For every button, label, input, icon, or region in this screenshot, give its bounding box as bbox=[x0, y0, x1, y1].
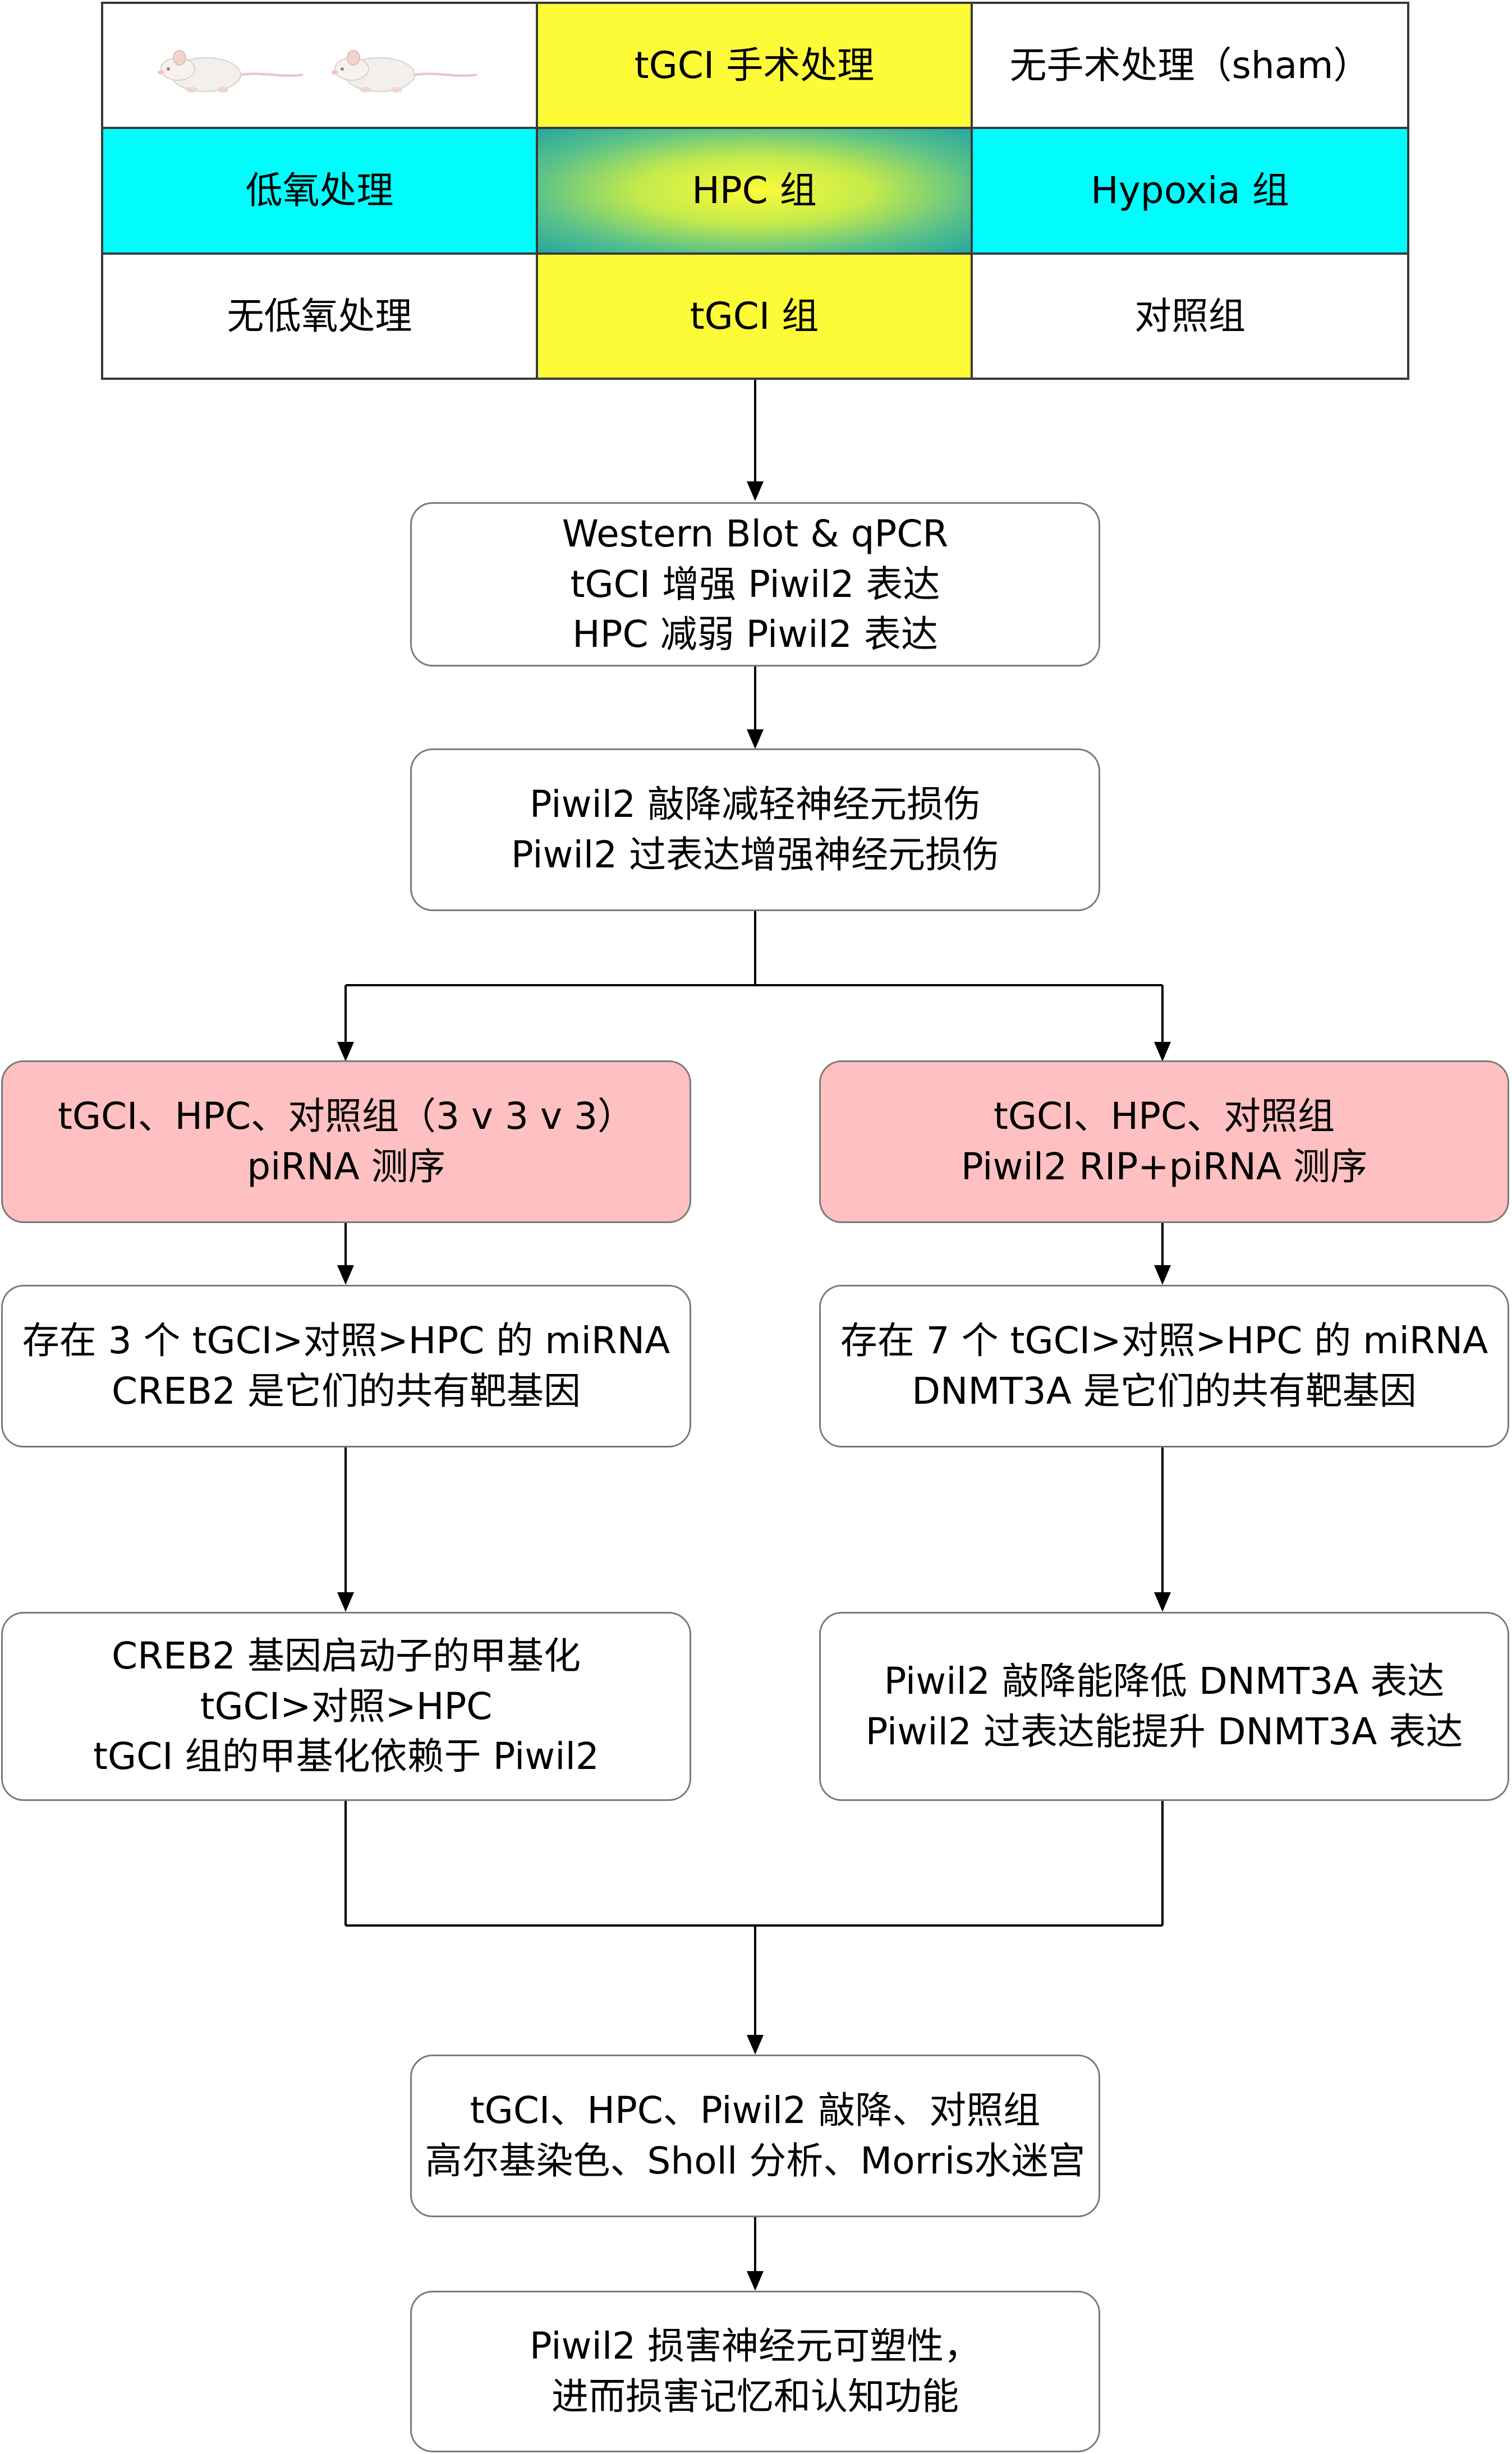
left-sequencing-box: tGCI、HPC、对照组（3 v 3 v 3） piRNA 测序 bbox=[1, 1060, 691, 1223]
left-methyl-line-1: CREB2 基因启动子的甲基化 bbox=[112, 1634, 581, 1678]
right-seq-line-1: tGCI、HPC、对照组 bbox=[993, 1095, 1335, 1138]
right-sequencing-box: tGCI、HPC、对照组 Piwil2 RIP+piRNA 测序 bbox=[819, 1060, 1509, 1223]
western-blot-box: Western Blot & qPCR tGCI 增强 Piwil2 表达 HP… bbox=[410, 502, 1100, 667]
arrow-head bbox=[747, 729, 764, 749]
western-line-2: tGCI 增强 Piwil2 表达 bbox=[570, 562, 940, 606]
piwil2-knockdown-box: Piwil2 敲降减轻神经元损伤 Piwil2 过表达增强神经元损伤 bbox=[410, 748, 1100, 911]
western-line-1: Western Blot & qPCR bbox=[562, 512, 949, 555]
right-mirna-box: 存在 7 个 tGCI>对照>HPC 的 miRNA DNMT3A 是它们的共有… bbox=[819, 1285, 1509, 1447]
arrow-head bbox=[747, 2035, 764, 2055]
sham-header: 无手术处理（sham） bbox=[972, 3, 1408, 128]
table-border-left bbox=[101, 2, 103, 380]
right-dnmt-line-2: Piwil2 过表达能提升 DNMT3A 表达 bbox=[865, 1709, 1463, 1753]
mouse-icon bbox=[158, 50, 304, 93]
mouse-icon bbox=[332, 50, 477, 93]
no-hypoxia-label: 无低氧处理 bbox=[102, 254, 537, 379]
right-mirna-line-2: DNMT3A 是它们的共有靶基因 bbox=[912, 1370, 1417, 1413]
mice-cell bbox=[102, 3, 537, 128]
table-border-col2 bbox=[971, 2, 973, 380]
knockdown-line-2: Piwil2 过表达增强神经元损伤 bbox=[511, 833, 1000, 876]
table-border-row1 bbox=[101, 127, 1409, 129]
table-border-right bbox=[1407, 2, 1409, 380]
tgci-group-cell: tGCI 组 bbox=[537, 254, 972, 379]
arrow-head bbox=[1154, 1265, 1171, 1285]
hypoxia-treatment-label: 低氧处理 bbox=[102, 128, 537, 254]
western-line-3: HPC 减弱 Piwil2 表达 bbox=[572, 613, 938, 656]
golgi-line-2: 高尔基染色、Sholl 分析、Morris水迷宫 bbox=[425, 2139, 1086, 2182]
conclusion-line-2: 进而损害记忆和认知功能 bbox=[552, 2375, 959, 2418]
left-seq-line-1: tGCI、HPC、对照组（3 v 3 v 3） bbox=[57, 1095, 635, 1138]
table-border-row2 bbox=[101, 252, 1409, 255]
tgci-surgery-header: tGCI 手术处理 bbox=[537, 3, 972, 128]
left-methyl-line-2: tGCI>对照>HPC bbox=[200, 1684, 493, 1728]
arrow-head bbox=[337, 1042, 354, 1061]
left-methylation-box: CREB2 基因启动子的甲基化 tGCI>对照>HPC tGCI 组的甲基化依赖… bbox=[1, 1612, 691, 1801]
left-methyl-line-3: tGCI 组的甲基化依赖于 Piwil2 bbox=[93, 1735, 599, 1779]
control-group-cell: 对照组 bbox=[972, 254, 1408, 379]
arrow-head bbox=[1154, 1042, 1171, 1061]
golgi-line-1: tGCI、HPC、Piwil2 敲降、对照组 bbox=[470, 2089, 1041, 2133]
table-border-bottom bbox=[101, 378, 1409, 380]
arrow-head bbox=[747, 2271, 764, 2291]
conclusion-box: Piwil2 损害神经元可塑性， 进而损害记忆和认知功能 bbox=[410, 2291, 1100, 2452]
right-dnmt-line-1: Piwil2 敲降能降低 DNMT3A 表达 bbox=[884, 1659, 1445, 1703]
left-seq-line-2: piRNA 测序 bbox=[247, 1145, 445, 1188]
left-mirna-line-1: 存在 3 个 tGCI>对照>HPC 的 miRNA bbox=[22, 1319, 670, 1363]
left-mirna-line-2: CREB2 是它们的共有靶基因 bbox=[112, 1370, 581, 1413]
right-mirna-line-1: 存在 7 个 tGCI>对照>HPC 的 miRNA bbox=[840, 1319, 1488, 1363]
arrow-head bbox=[1154, 1592, 1171, 1612]
right-dnmt3a-box: Piwil2 敲降能降低 DNMT3A 表达 Piwil2 过表达能提升 DNM… bbox=[819, 1612, 1509, 1801]
left-mirna-box: 存在 3 个 tGCI>对照>HPC 的 miRNA CREB2 是它们的共有靶… bbox=[1, 1285, 691, 1447]
branch-split bbox=[344, 911, 1164, 1049]
right-seq-line-2: Piwil2 RIP+piRNA 测序 bbox=[960, 1145, 1368, 1188]
golgi-staining-box: tGCI、HPC、Piwil2 敲降、对照组 高尔基染色、Sholl 分析、Mo… bbox=[410, 2055, 1100, 2217]
hpc-group-cell: HPC 组 bbox=[537, 128, 972, 254]
knockdown-line-1: Piwil2 敲降减轻神经元损伤 bbox=[529, 783, 981, 826]
arrow-head bbox=[747, 481, 764, 501]
arrow-head bbox=[337, 1265, 354, 1285]
arrow-head bbox=[337, 1592, 354, 1612]
table-border-col1 bbox=[536, 2, 538, 380]
hypoxia-group-cell: Hypoxia 组 bbox=[972, 128, 1408, 254]
conclusion-line-1: Piwil2 损害神经元可塑性， bbox=[529, 2324, 981, 2368]
branch-merge bbox=[344, 1801, 1164, 2042]
table-border-top bbox=[101, 2, 1409, 4]
